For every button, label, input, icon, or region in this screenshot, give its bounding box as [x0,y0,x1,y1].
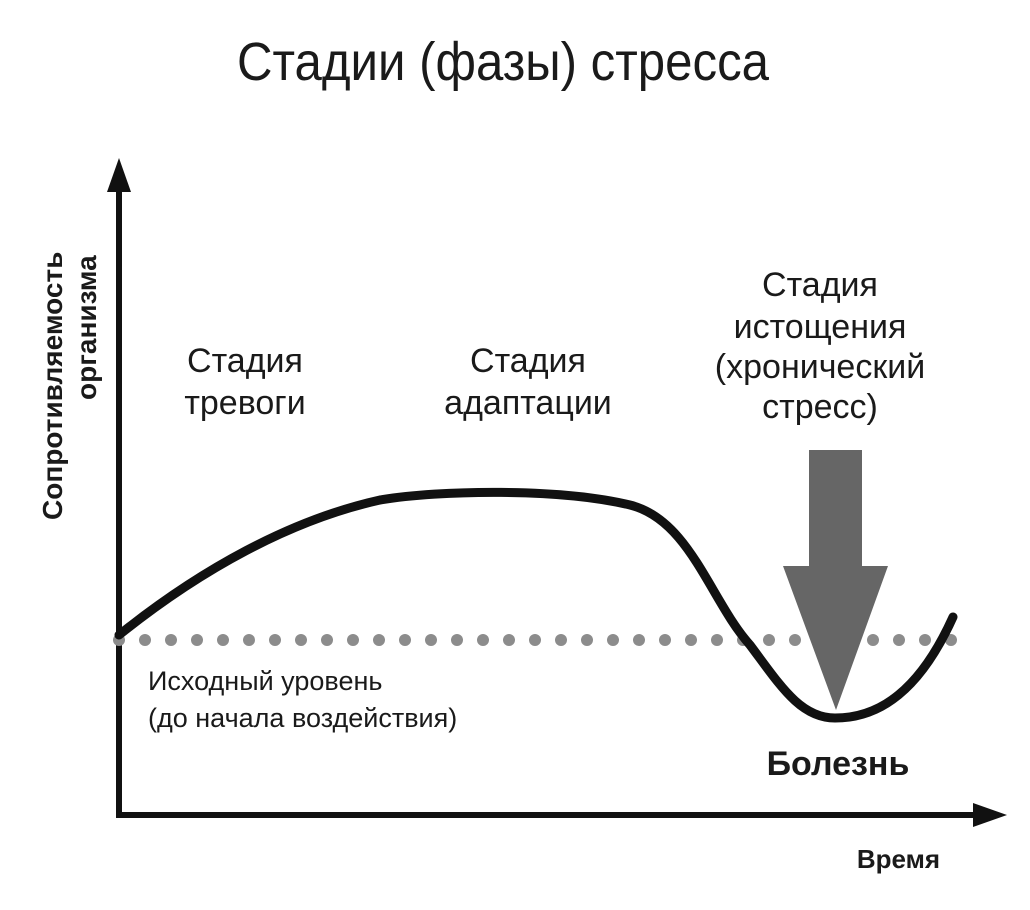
baseline-dot [243,634,255,646]
y-axis-arrow-icon [107,158,131,192]
y-axis-label-line2: организма [71,255,102,400]
baseline-dot [347,634,359,646]
baseline-dot [607,634,619,646]
baseline-dot [633,634,645,646]
y-axis-label-line1: Сопротивляемость [37,252,68,520]
x-axis-arrow-icon [973,803,1007,827]
baseline-dot [321,634,333,646]
baseline-dot [919,634,931,646]
baseline-dot [425,634,437,646]
baseline-dot [711,634,723,646]
stage-adaptation-line2: адаптации [444,384,612,422]
stage-exhaustion-line4: стресс) [762,388,878,426]
resistance-curve [114,487,958,723]
baseline-dot [529,634,541,646]
baseline-dot [893,634,905,646]
baseline-dot [659,634,671,646]
stage-exhaustion-line3: (хронический [715,348,925,386]
disease-label: Болезнь [767,745,910,783]
baseline-label-line2: (до начала воздействия) [148,703,457,733]
baseline-dot [685,634,697,646]
down-arrow-icon [783,450,888,710]
baseline-dot [867,634,879,646]
baseline-dot [191,634,203,646]
baseline-dot [373,634,385,646]
baseline-label-line1: Исходный уровень [148,666,382,696]
stage-alarm-line2: тревоги [184,384,305,422]
stage-exhaustion-line2: истощения [734,308,907,346]
baseline-dot [165,634,177,646]
baseline-dot [295,634,307,646]
baseline-dot [269,634,281,646]
baseline-dot [451,634,463,646]
x-axis-label: Время [857,844,940,874]
baseline-dot [581,634,593,646]
baseline-dot [217,634,229,646]
stage-adaptation-line1: Стадия [470,342,586,380]
baseline-dot [763,634,775,646]
stage-alarm-line1: Стадия [187,342,303,380]
diagram-title: Стадии (фазы) стресса [237,32,770,92]
baseline-dot [789,634,801,646]
baseline-dot [139,634,151,646]
baseline-dotted-line [113,634,957,646]
baseline-dot [555,634,567,646]
baseline-dot [477,634,489,646]
baseline-dot [503,634,515,646]
baseline-dot [399,634,411,646]
stage-exhaustion-line1: Стадия [762,266,878,304]
